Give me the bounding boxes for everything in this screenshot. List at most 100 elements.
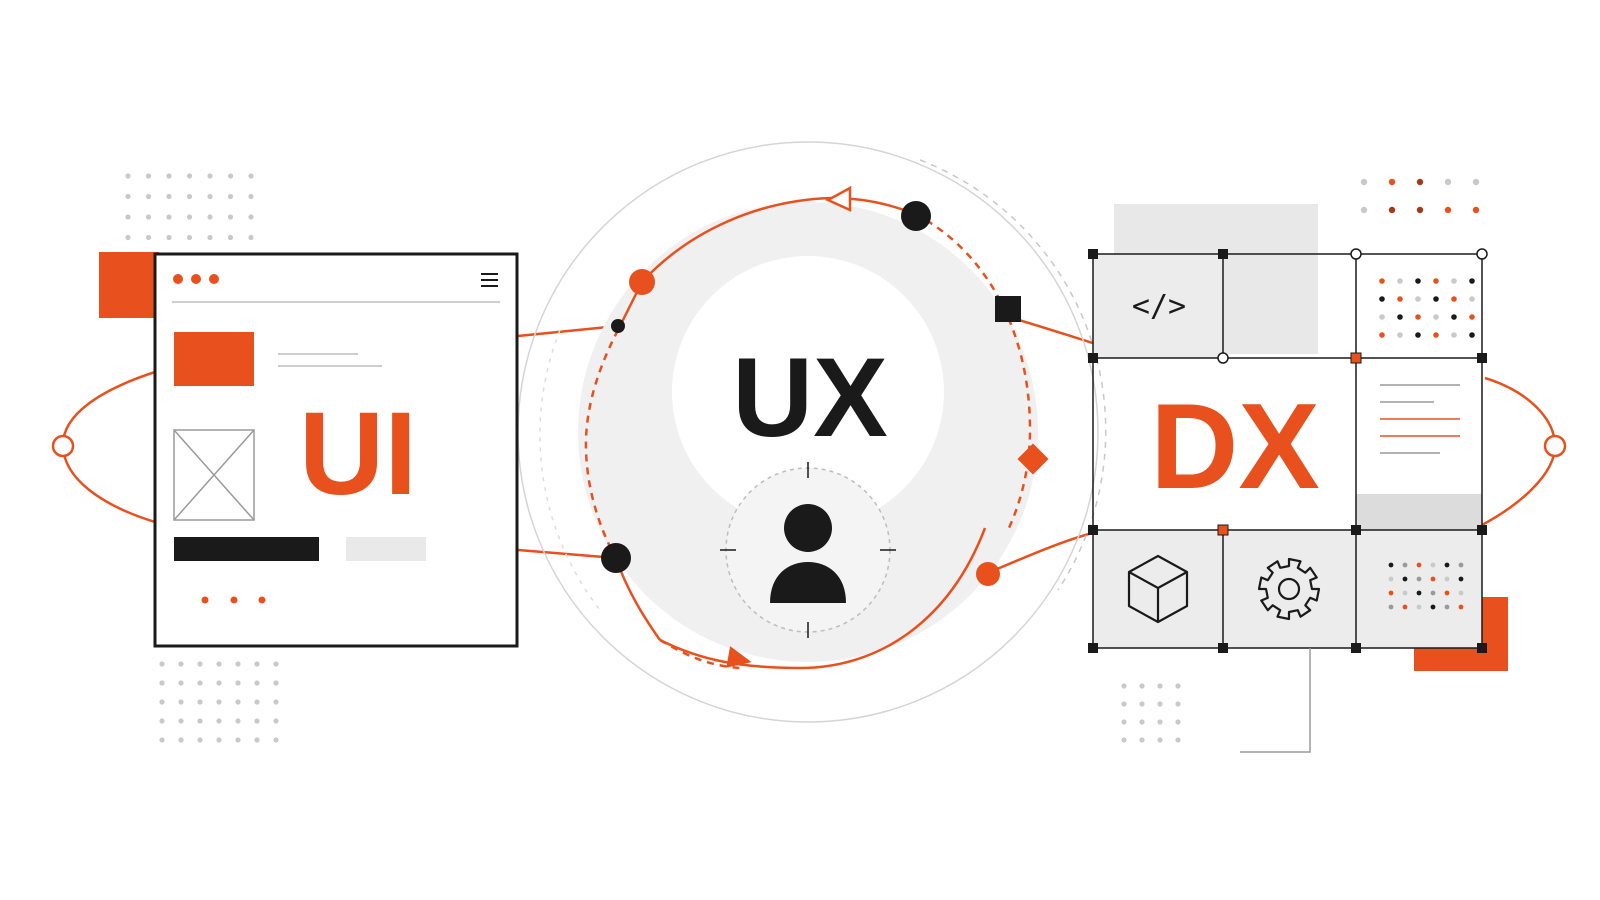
orbit-arrow-top (825, 185, 852, 212)
grid-handle (1217, 352, 1229, 364)
decor-dot (1416, 576, 1422, 582)
decor-dot (248, 234, 254, 241)
left-loop-node (51, 434, 75, 458)
decor-dot (1451, 296, 1457, 302)
orbit-node-dark-bottom (601, 543, 631, 573)
decor-dot (1469, 332, 1475, 338)
decor-dot (273, 718, 279, 724)
decor-dot (1157, 683, 1163, 689)
right-loop-connector (1479, 376, 1557, 528)
decor-dot (1444, 576, 1450, 582)
orbit-node-orange-top (629, 269, 655, 295)
decor-dot (1458, 576, 1464, 582)
decor-dot (1388, 206, 1396, 214)
dot-grid-bottom-right (1121, 683, 1181, 743)
gear-hub (1277, 577, 1301, 601)
ux-left-dashed-arc (539, 329, 601, 611)
decor-dot (1402, 562, 1408, 568)
decor-dot (235, 661, 241, 667)
grid-handle (1477, 643, 1487, 653)
decor-dot (216, 661, 222, 667)
decor-dot (178, 699, 184, 705)
decor-dot (207, 214, 213, 220)
decor-dot (227, 193, 234, 200)
decor-dot (178, 680, 184, 686)
decor-dot (178, 737, 184, 743)
grid-handle (1350, 248, 1362, 260)
decor-dot (207, 234, 213, 241)
grid-handle (1477, 525, 1487, 535)
code-icon: </> (1132, 289, 1186, 324)
decor-dot (159, 699, 165, 705)
grid-handle (1088, 525, 1098, 535)
decor-dot (1379, 332, 1385, 338)
dot-grid-top-right (1360, 178, 1480, 214)
grid-handle (1088, 353, 1098, 363)
decor-dot (254, 699, 260, 705)
decor-dot (1416, 206, 1424, 214)
decor-dot (1444, 178, 1452, 186)
decor-dot (197, 661, 203, 667)
decor-dot (1139, 701, 1145, 707)
grid-handle (1476, 248, 1488, 260)
left-loop-connector (61, 370, 156, 524)
decor-dot (1379, 278, 1385, 284)
decor-dot (178, 661, 184, 667)
decor-dot (1175, 737, 1181, 743)
decor-dot (1416, 604, 1422, 610)
decor-dot (1415, 278, 1421, 284)
decor-dot (254, 718, 260, 724)
decor-dot (1433, 314, 1439, 320)
decor-dot (1444, 604, 1450, 610)
decor-dot (1433, 278, 1439, 284)
window-controls (173, 274, 219, 284)
decor-dot (1444, 590, 1450, 596)
dx-dot-pattern-top (1379, 278, 1475, 338)
decor-dot (186, 214, 193, 220)
orbit-node-square (995, 296, 1021, 322)
decor-dot (1175, 701, 1181, 707)
grid-handle (1351, 525, 1361, 535)
decor-dot (216, 699, 222, 705)
decor-dot (1379, 296, 1385, 302)
decor-dot (1175, 683, 1181, 689)
decor-dot (227, 234, 234, 241)
decor-dot (1360, 206, 1368, 214)
ux-outer-dashed-arc (919, 159, 1107, 591)
decor-dot (1458, 604, 1464, 610)
decor-dot (248, 173, 254, 179)
decor-dot (186, 234, 193, 241)
user-icon (770, 504, 846, 603)
decor-dot (1121, 719, 1127, 725)
text-lines (278, 353, 382, 367)
decor-dot (1451, 278, 1457, 284)
orbit-node-orange-bottom (976, 562, 1000, 586)
decor-dot (1388, 576, 1394, 582)
secondary-bar (346, 537, 426, 561)
decor-dot (1415, 296, 1421, 302)
decor-dot (1416, 562, 1422, 568)
decor-dot (166, 214, 172, 220)
decor-dot (1402, 604, 1408, 610)
grid-handle (1351, 643, 1361, 653)
pagination-dots (201, 596, 266, 604)
dx-dot-pattern-bottom (1388, 562, 1464, 610)
decor-dot (235, 680, 241, 686)
dot-grid-bottom-left (159, 661, 279, 743)
decor-dot (1139, 719, 1145, 725)
orbit-arrow-bottom (726, 646, 752, 668)
decor-dot (1415, 314, 1421, 320)
decor-dot (197, 737, 203, 743)
decor-dot (1430, 590, 1436, 596)
decor-dot (1121, 683, 1127, 689)
decor-dot (1402, 576, 1408, 582)
decor-dot (1121, 701, 1127, 707)
decor-dot (1388, 590, 1394, 596)
decor-dot (254, 680, 260, 686)
decor-dot (159, 718, 165, 724)
decor-dot (248, 214, 254, 220)
decor-dot (235, 718, 241, 724)
ui-window (153, 252, 519, 648)
dx-label: DX (1150, 378, 1319, 514)
decor-dot (1415, 332, 1421, 338)
